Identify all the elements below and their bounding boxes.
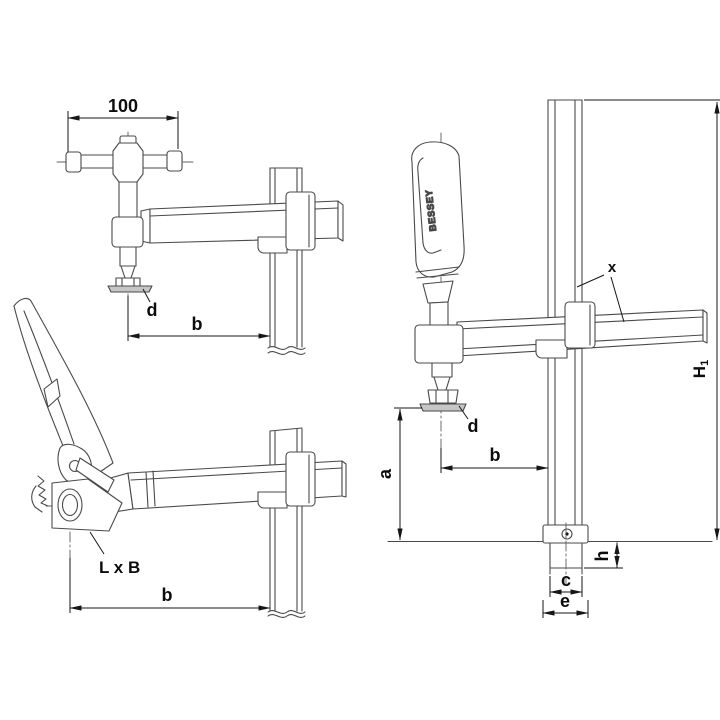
dim-h1-label: H1	[690, 360, 711, 378]
dim-e-label: e	[560, 591, 570, 611]
bracket-view2	[285, 451, 316, 507]
bracket-tab-view3	[535, 339, 568, 359]
lever-linkage	[31, 443, 115, 513]
brand-label: BESSEY	[424, 189, 439, 232]
dim-lxb-label: L x B	[99, 558, 140, 577]
handle-grip	[411, 141, 465, 278]
swivel-pad-view1	[107, 285, 153, 293]
dim-x-label: x	[608, 259, 617, 276]
dim-d-label-view3: d	[468, 416, 479, 436]
t-handle	[65, 135, 183, 183]
dim-b-label-view2: b	[162, 585, 173, 605]
dimensions-view2: L x B b	[69, 531, 271, 613]
dimensions-view3: x H1 d a b h c e	[375, 99, 720, 618]
dim-d-label-view1: d	[147, 300, 158, 320]
dimensions-view1: 100 d b	[67, 96, 271, 341]
dim-h-label: h	[592, 551, 612, 562]
handle-assembly: BESSEY	[411, 141, 467, 412]
lever-handle	[13, 297, 114, 475]
spindle-view1	[107, 181, 153, 293]
view-t-handle-clamp	[56, 131, 344, 355]
view-complete-clamp: BESSEY	[387, 99, 713, 585]
dim-a-label: a	[375, 468, 395, 479]
bracket-tab-view2	[257, 491, 288, 509]
dim-b-label-view1: b	[192, 314, 203, 334]
view-lever-clamp	[13, 297, 347, 618]
swivel-pad-view3	[419, 403, 467, 412]
bracket-tab-view1	[257, 236, 288, 254]
bracket-view3	[564, 301, 596, 349]
dim-100-label: 100	[108, 96, 138, 116]
dim-c-label: c	[561, 570, 571, 590]
dim-b-label-view3: b	[490, 445, 501, 465]
bracket-view1	[285, 191, 316, 251]
base-block	[387, 522, 713, 585]
clamp-foot	[51, 478, 123, 532]
